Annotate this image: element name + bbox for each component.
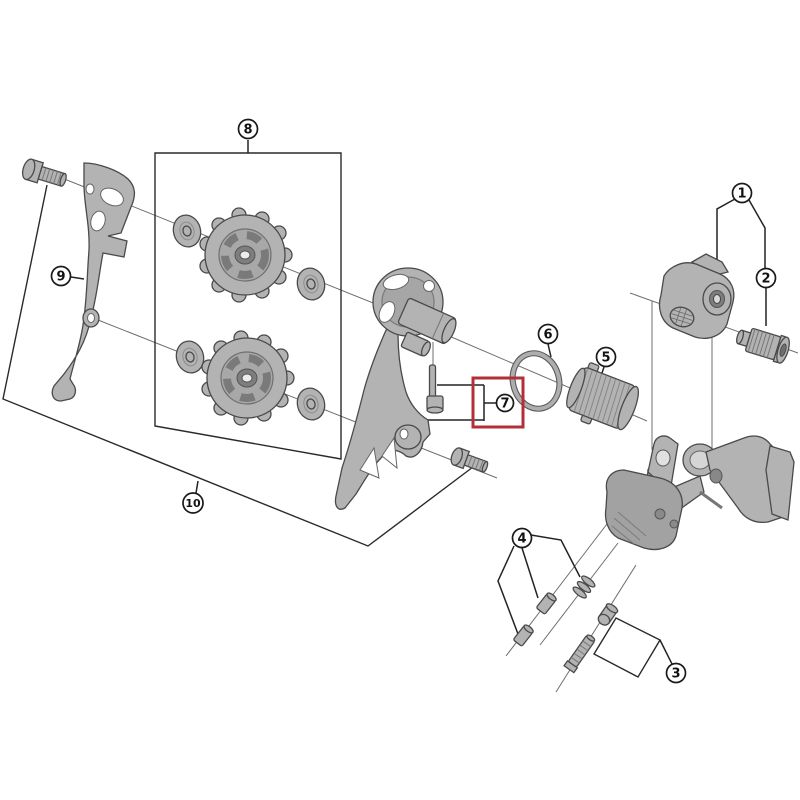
inner-plate — [334, 267, 457, 510]
derailleur-body — [604, 435, 795, 551]
callout-10: 10 — [182, 492, 204, 514]
mounting-bolt-upper — [21, 158, 67, 187]
callout-1: 1 — [731, 182, 753, 204]
bracket-part-4 — [497, 534, 581, 635]
callout-6: 6 — [537, 323, 559, 345]
callout-6-label: 6 — [543, 328, 552, 343]
tension-spring — [566, 362, 640, 431]
pulley-lower — [201, 330, 295, 426]
callout-4-label: 4 — [517, 532, 526, 547]
snap-ring — [509, 350, 563, 412]
callout-2-label: 2 — [761, 272, 770, 287]
callout-3: 3 — [665, 662, 687, 684]
callout-2: 2 — [755, 267, 777, 289]
callout-1-label: 1 — [737, 187, 746, 202]
box-part-3 — [593, 617, 673, 678]
highlight-box-part-7 — [471, 376, 525, 429]
pulley-upper — [199, 207, 293, 303]
leader-part-9 — [70, 276, 85, 280]
adjust-barrel — [736, 327, 790, 364]
box-plate-assembly-10 — [2, 184, 474, 547]
washer-lower-left — [175, 340, 205, 374]
outer-plate — [51, 162, 136, 402]
callout-9-label: 9 — [56, 270, 65, 285]
limit-screw-parts — [563, 603, 619, 674]
bracket-part-1-2 — [716, 198, 767, 326]
box-pulley-group-8 — [154, 140, 342, 460]
callout-5-label: 5 — [601, 351, 610, 366]
callout-10-label: 10 — [185, 497, 201, 510]
callout-7-label: 7 — [500, 397, 509, 412]
leader-part-6 — [547, 343, 552, 358]
callout-7: 7 — [495, 393, 515, 413]
callout-9: 9 — [50, 265, 72, 287]
washer-upper-right — [296, 267, 326, 301]
callout-5: 5 — [595, 346, 617, 368]
motor-unit — [658, 253, 735, 339]
callout-8: 8 — [237, 118, 259, 140]
callout-3-label: 3 — [671, 667, 680, 682]
callout-8-label: 8 — [243, 123, 252, 138]
callout-4: 4 — [511, 527, 533, 549]
mounting-bolt-lower — [450, 447, 489, 473]
cable-fixing-parts — [513, 575, 596, 647]
washer-upper-left — [172, 214, 202, 248]
stopper-pin — [426, 364, 444, 414]
washer-lower-right — [296, 387, 326, 421]
